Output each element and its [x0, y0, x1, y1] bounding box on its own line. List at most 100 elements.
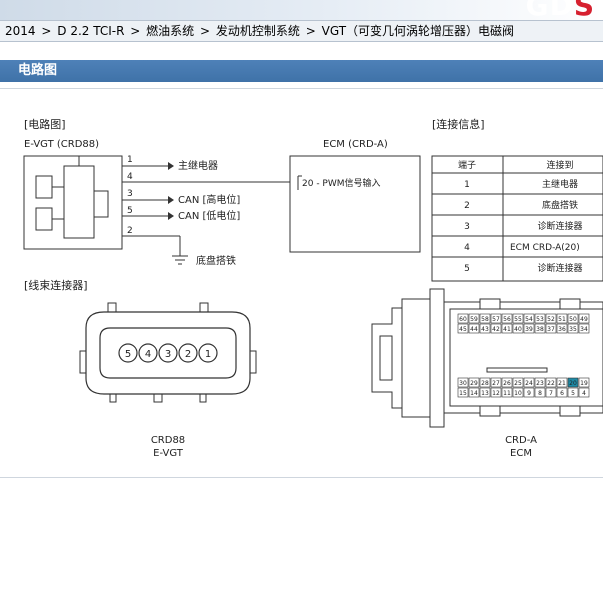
breadcrumb-separator: >: [41, 24, 52, 38]
crd-a-pin-label: 13: [481, 390, 489, 397]
pin-number: 1: [127, 155, 133, 165]
crd88-pin: [118, 343, 138, 363]
crd-a-pin-label: 41: [503, 326, 511, 333]
crd88-pin: [178, 343, 198, 363]
table-cell: 1: [464, 180, 470, 190]
crd-a-pin-label: 4: [582, 390, 586, 397]
crd-a-pin: [490, 387, 502, 398]
crd-a-pin: [523, 377, 535, 388]
top-banner: GDS: [0, 0, 603, 20]
crd-a-pin: [457, 387, 469, 398]
crd-a-pin: [457, 323, 469, 334]
logo-text-g: GD: [525, 0, 574, 20]
breadcrumb-item-fuel-system[interactable]: 燃油系统: [146, 24, 195, 38]
table-header-connect: 连接到: [546, 159, 573, 171]
crd-a-pin: [545, 323, 557, 334]
crd-a-pin-label: 39: [525, 326, 533, 333]
evgt-coil-upper: [35, 175, 53, 199]
crd-a-pin-label: 15: [459, 390, 467, 397]
crd-a-pin-label: 56: [503, 316, 511, 323]
connector-left-code: CRD88: [151, 435, 185, 446]
ground-symbol: [172, 255, 188, 265]
pin-target-can-high: CAN [高电位]: [178, 193, 240, 206]
crd88-pin-label: 3: [165, 349, 171, 360]
crd-a-pin-label: 40: [514, 326, 522, 333]
crd-a-pin: [578, 387, 590, 398]
arrow-heads: [168, 162, 174, 220]
table-cell: 底盘搭铁: [542, 199, 578, 211]
crd-a-pin-label: 37: [547, 326, 555, 333]
crd-a-pin: [457, 313, 469, 324]
crd-a-pin-label: 25: [514, 380, 522, 387]
crd-a-pin-label: 44: [470, 326, 478, 333]
crd-a-pin: [556, 377, 568, 388]
pin-target-can-low: CAN [低电位]: [178, 209, 240, 222]
pin-number: 2: [127, 226, 133, 236]
pin-number: 3: [127, 189, 133, 199]
crd-a-pin: [479, 323, 491, 334]
crd-a-pin-label: 58: [481, 316, 489, 323]
crd-a-connector-body: [371, 288, 603, 428]
crd-a-pin: [578, 377, 590, 388]
crd-a-pin-label: 8: [538, 390, 542, 397]
breadcrumb-separator: >: [130, 24, 141, 38]
evgt-component-box: [23, 155, 123, 250]
crd-a-pin-label: 12: [492, 390, 500, 397]
crd-a-pin-label: 19: [580, 380, 588, 387]
logo-text-s: S: [573, 0, 595, 20]
section-divider: [0, 88, 603, 89]
crd-a-pin: [490, 313, 502, 324]
crd-a-pin-label: 5: [571, 390, 575, 397]
breadcrumb-item-model[interactable]: D 2.2 TCI-R: [57, 24, 125, 38]
crd-a-pin-label: 53: [536, 316, 544, 323]
table-header-terminal: 端子: [458, 159, 476, 171]
crd-a-pin-label: 14: [470, 390, 478, 397]
crd-a-pin: [534, 323, 546, 334]
breadcrumb-separator: >: [305, 24, 316, 38]
crd-a-pin: [534, 387, 546, 398]
crd-a-pin-label: 24: [525, 380, 533, 387]
harness-heading: [线束连接器]: [24, 278, 88, 292]
crd88-pin: [158, 343, 178, 363]
crd-a-pin-label: 36: [558, 326, 566, 333]
crd-a-pin-label: 34: [580, 326, 588, 333]
crd88-pin-label: 2: [185, 349, 191, 360]
breadcrumb-item-vgt[interactable]: VGT（可变几何涡轮增压器）电磁阀: [321, 24, 515, 38]
crd-a-pin: [578, 323, 590, 334]
crd-a-pin: [523, 387, 535, 398]
ecm-pin-label: 20 - PWM信号输入: [302, 177, 381, 189]
crd-a-pin-label: 35: [569, 326, 577, 333]
crd88-pin: [198, 343, 218, 363]
crd-a-pin-label: 54: [525, 316, 533, 323]
crd-a-pin: [512, 377, 524, 388]
crd-a-pin: [578, 313, 590, 324]
breadcrumb-item-engine-control[interactable]: 发动机控制系统: [215, 24, 300, 38]
breadcrumb-item-year[interactable]: 2014: [5, 24, 36, 38]
crd-a-pin-label: 55: [514, 316, 522, 323]
section-title: 电路图: [0, 60, 603, 82]
connector-left-name: E-VGT: [153, 448, 184, 459]
ecm-box: [289, 155, 421, 253]
crd-a-pin: [479, 377, 491, 388]
crd-a-pin: [567, 313, 579, 324]
gds-logo: GDS: [526, 0, 595, 20]
crd-a-pin-label: 27: [492, 380, 500, 387]
connector-right-code: CRD-A: [505, 435, 537, 446]
crd88-pin-label: 1: [205, 349, 211, 360]
crd-a-pin: [468, 313, 480, 324]
crd88-pin-label: 4: [145, 349, 151, 360]
table-cell: 3: [464, 222, 470, 232]
crd-a-pin: [490, 323, 502, 334]
pin-number: 4: [127, 172, 133, 182]
breadcrumb: 2014 > D 2.2 TCI-R > 燃油系统 > 发动机控制系统 > VG…: [0, 20, 603, 42]
crd-a-pin-label: 11: [503, 390, 511, 397]
ecm-label: ECM (CRD-A): [323, 139, 388, 150]
crd-a-pin: [556, 323, 568, 334]
crd-a-pin-label: 43: [481, 326, 489, 333]
crd-a-pin-label: 21: [558, 380, 566, 387]
component-label: E-VGT (CRD88): [24, 139, 99, 150]
breadcrumb-separator: >: [200, 24, 211, 38]
crd-a-pin: [512, 313, 524, 324]
crd-a-pin: [534, 377, 546, 388]
crd-a-pin-label: 38: [536, 326, 544, 333]
